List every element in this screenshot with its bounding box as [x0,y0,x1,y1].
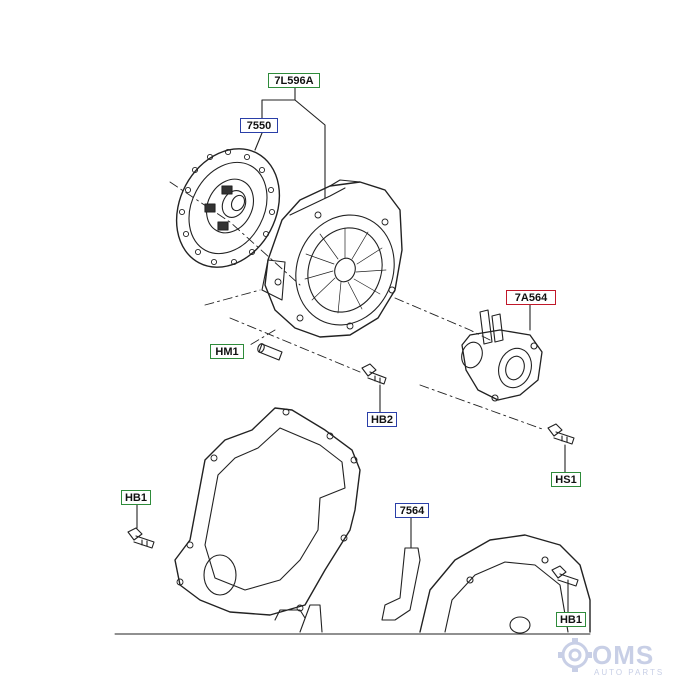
callout-hb1-right: HB1 [556,612,586,627]
callout-clutch-kit: 7L596A [268,73,320,88]
pressure-plate [261,179,403,338]
callout-clutch-disc: 7550 [240,118,278,133]
bolt-hb1-left [127,527,155,549]
callout-release-bearing: 7A564 [506,290,556,305]
release-bearing [461,309,543,402]
bellhousing [419,534,591,634]
watermark-brand: OMS [592,640,655,670]
bracket-7564 [274,547,421,633]
dowel-pin [257,343,283,361]
alignment-axes [169,181,546,431]
oms-gear-logo-icon [558,638,592,672]
callout-hs1: HS1 [551,472,581,487]
callout-hb1-left: HB1 [121,490,151,505]
leader-lines [136,87,569,613]
bolt-hb1-right [551,565,579,587]
clutch-disc [175,148,281,268]
callout-hb2: HB2 [367,412,397,427]
callout-hm1: HM1 [210,344,244,359]
engine-backing-plate [174,407,361,616]
watermark-tagline: AUTO PARTS [594,668,665,677]
bolt-hb2 [361,363,387,385]
callout-backing-plate: 7564 [395,503,429,518]
bolt-hs1 [547,423,575,445]
